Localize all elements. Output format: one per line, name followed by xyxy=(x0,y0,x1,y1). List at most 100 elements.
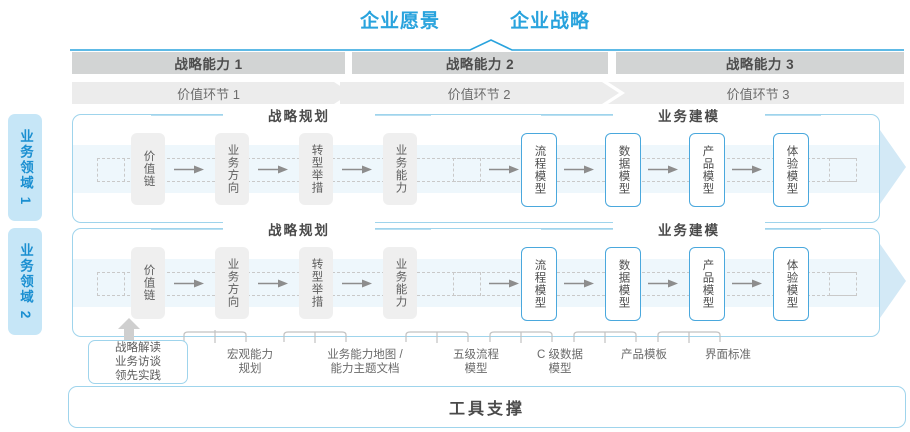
capability-bar-2: 战略能力 2 xyxy=(352,52,608,74)
vision-connector-line xyxy=(70,39,904,51)
deliverable-braces xyxy=(183,330,721,343)
flow-arrow-2-3 xyxy=(342,279,372,288)
flow-arrow-2-4 xyxy=(564,279,594,288)
process-box-label: 业务能力 xyxy=(394,144,407,194)
deliverable-line: 规划 xyxy=(238,363,262,375)
process-box-label: 产品模型 xyxy=(701,145,714,195)
flow-arrow-2-1 xyxy=(174,279,204,288)
process-box-process-model-1[interactable]: 流程模型 xyxy=(521,133,557,207)
process-box-label: 数据模型 xyxy=(617,259,630,309)
process-box-label: 体验模型 xyxy=(785,259,798,309)
deliverable-line: 能力主题文档 xyxy=(330,363,400,375)
tool-note-up-arrow xyxy=(118,318,140,342)
slot-mid-2 xyxy=(453,272,481,296)
enterprise-strategy-label: 企业战略 xyxy=(509,10,590,32)
deliverable-label-ui-standard: 界面标准 xyxy=(658,348,798,362)
domain-row-2: 战略规划 业务建模 价值链 业务方向 转型举措 业务能力 流程模型 数据模型 xyxy=(72,220,880,337)
deliverable-line: 五级流程 xyxy=(453,349,499,361)
deliverable-line: 产品模板 xyxy=(621,349,667,361)
deliverable-label-product-template: 产品模板 xyxy=(574,348,714,362)
process-box-product-model-1[interactable]: 产品模型 xyxy=(689,133,725,207)
process-box-data-model-1[interactable]: 数据模型 xyxy=(605,133,641,207)
deliverable-line: C 级数据 xyxy=(537,349,583,361)
domain-tab-label-1: 业务领域 1 xyxy=(18,128,33,207)
deliverable-line: 模型 xyxy=(548,363,572,375)
capability-bar-1: 战略能力 1 xyxy=(72,52,345,74)
process-box-data-model-2[interactable]: 数据模型 xyxy=(605,247,641,321)
flow-arrow-1-1 xyxy=(174,165,204,174)
value-chain-label-1: 价值环节 1 xyxy=(177,86,240,102)
flow-arrow-2-mid xyxy=(489,279,519,288)
flow-arrow-2-5 xyxy=(648,279,678,288)
flow-arrow-1-3 xyxy=(342,165,372,174)
sidebar-item-domain-2[interactable]: 业务领域 2 xyxy=(8,228,42,335)
domain-row-1: 战略规划 业务建模 价值链 业务方向 转型举措 业务能力 流程模型 数据模型 xyxy=(72,106,880,223)
section-title-modeling-1: 业务建模 xyxy=(613,106,765,124)
slot-start-2 xyxy=(97,272,125,296)
section-title-modeling-2: 业务建模 xyxy=(613,220,765,238)
process-box-business-direction-2[interactable]: 业务方向 xyxy=(215,247,249,319)
flow-arrow-1-5 xyxy=(648,165,678,174)
process-box-experience-model-1[interactable]: 体验模型 xyxy=(773,133,809,207)
process-box-label: 业务方向 xyxy=(226,144,239,194)
value-chain-chevrons xyxy=(72,82,904,104)
flow-arrow-2-6 xyxy=(732,279,762,288)
flow-arrow-1-2 xyxy=(258,165,288,174)
tool-support-label: 工具支撑 xyxy=(448,401,525,418)
deliverable-label-c-level-data: C 级数据 模型 xyxy=(490,348,630,376)
process-box-label: 转型举措 xyxy=(310,144,323,194)
process-box-label: 数据模型 xyxy=(617,145,630,195)
process-box-label: 流程模型 xyxy=(533,259,546,309)
process-box-experience-model-2[interactable]: 体验模型 xyxy=(773,247,809,321)
capability-bar-3: 战略能力 3 xyxy=(616,52,904,74)
process-box-product-model-2[interactable]: 产品模型 xyxy=(689,247,725,321)
process-box-business-capability-1[interactable]: 业务能力 xyxy=(383,133,417,205)
process-box-business-capability-2[interactable]: 业务能力 xyxy=(383,247,417,319)
process-box-label: 转型举措 xyxy=(310,258,323,308)
process-box-label: 价值链 xyxy=(142,150,155,188)
value-chain-row: 价值环节 1 价值环节 2 价值环节 3 xyxy=(72,82,904,104)
process-box-transformation-1[interactable]: 转型举措 xyxy=(299,133,333,205)
capability-label-3: 战略能力 3 xyxy=(725,57,795,72)
section-title-planning-1: 战略规划 xyxy=(223,106,375,124)
process-box-value-chain-2[interactable]: 价值链 xyxy=(131,247,165,319)
deliverable-line: 业务能力地图 / xyxy=(327,349,403,361)
slot-start-1 xyxy=(97,158,125,182)
process-box-label: 流程模型 xyxy=(533,145,546,195)
deliverable-label-capability-map: 业务能力地图 / 能力主题文档 xyxy=(290,348,440,376)
slot-mid-1 xyxy=(453,158,481,182)
process-box-label: 价值链 xyxy=(142,264,155,302)
process-box-process-model-2[interactable]: 流程模型 xyxy=(521,247,557,321)
capability-label-2: 战略能力 2 xyxy=(445,57,515,72)
deliverable-box-strategy-interpretation[interactable]: 战略解读 业务访谈 领先实践 xyxy=(88,340,188,384)
domain-tab-label-2: 业务领域 2 xyxy=(18,242,33,321)
deliverable-line: 业务访谈 xyxy=(115,356,161,368)
process-box-label: 业务能力 xyxy=(394,258,407,308)
process-box-value-chain-1[interactable]: 价值链 xyxy=(131,133,165,205)
flow-arrow-2-2 xyxy=(258,279,288,288)
vision-title-row: 企业愿景 企业战略 xyxy=(360,6,590,32)
sidebar-item-domain-1[interactable]: 业务领域 1 xyxy=(8,114,42,221)
deliverable-line: 模型 xyxy=(464,363,488,375)
deliverable-line: 领先实践 xyxy=(115,370,161,382)
deliverable-label-macro-capability: 宏观能力 规划 xyxy=(185,348,315,376)
process-box-transformation-2[interactable]: 转型举措 xyxy=(299,247,333,319)
process-box-label: 业务方向 xyxy=(226,258,239,308)
tool-support-bar: 工具支撑 xyxy=(68,386,906,428)
deliverable-line: 界面标准 xyxy=(705,349,751,361)
process-box-business-direction-1[interactable]: 业务方向 xyxy=(215,133,249,205)
deliverable-label-five-level-process: 五级流程 模型 xyxy=(406,348,546,376)
value-chain-label-2: 价值环节 2 xyxy=(447,86,511,102)
section-title-planning-2: 战略规划 xyxy=(223,220,375,238)
process-box-label: 体验模型 xyxy=(785,145,798,195)
deliverable-line: 战略解读 xyxy=(115,342,161,354)
value-chain-label-3: 价值环节 3 xyxy=(726,86,790,102)
capability-label-1: 战略能力 1 xyxy=(174,57,243,72)
slot-end-1 xyxy=(829,158,857,182)
enterprise-vision-label: 企业愿景 xyxy=(360,10,441,32)
flow-arrow-1-4 xyxy=(564,165,594,174)
flow-arrow-1-mid xyxy=(489,165,519,174)
process-box-label: 产品模型 xyxy=(701,259,714,309)
flow-arrow-1-6 xyxy=(732,165,762,174)
